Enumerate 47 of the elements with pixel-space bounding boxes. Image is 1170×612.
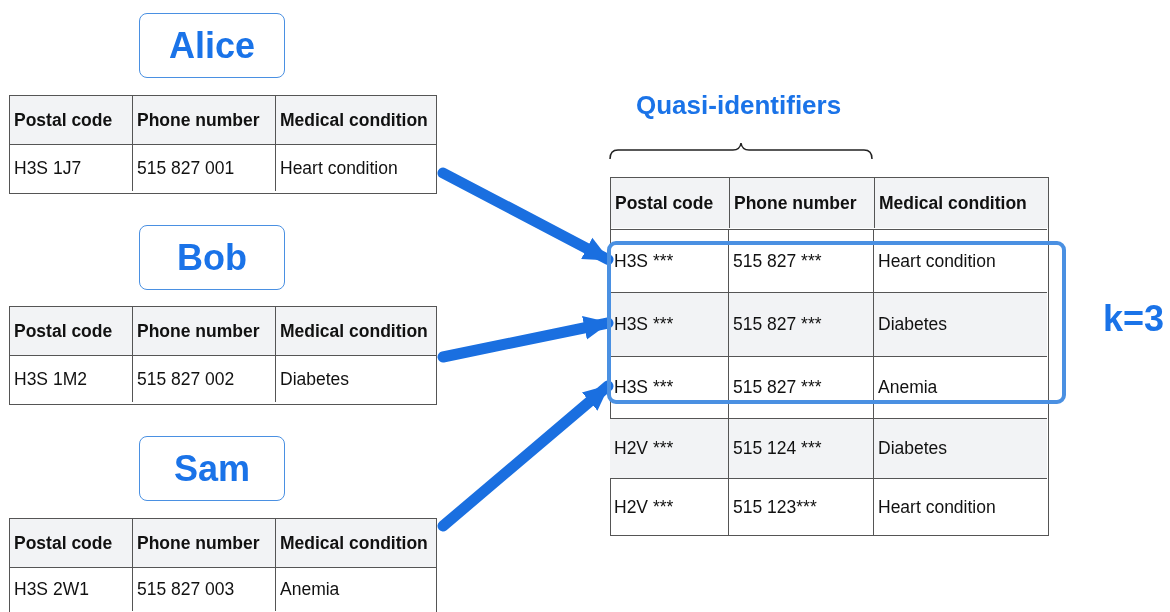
table-cell: Diabetes — [873, 293, 1047, 356]
table-cell: 515 827 002 — [132, 355, 275, 402]
data-table — [9, 306, 437, 405]
column-header: Phone number — [132, 519, 275, 567]
column-header: Medical condition — [275, 307, 436, 355]
column-header: Medical condition — [275, 96, 436, 144]
column-header: Phone number — [132, 307, 275, 355]
table-cell: Diabetes — [873, 419, 1047, 478]
column-header: Phone number — [132, 96, 275, 144]
name-box: Bob — [139, 225, 285, 290]
column-header: Medical condition — [275, 519, 436, 567]
name-box: Alice — [139, 13, 285, 78]
k-value-label: k=3 — [1103, 298, 1165, 340]
table-cell: Heart condition — [873, 479, 1047, 535]
table-cell: Heart condition — [275, 144, 436, 191]
column-header: Postal code — [611, 178, 729, 228]
table-row — [610, 418, 1047, 478]
table-row — [610, 478, 1047, 535]
table-cell: H3S 2W1 — [10, 567, 132, 611]
table-cell: 515 123*** — [728, 479, 873, 535]
table-cell: H3S 1J7 — [10, 144, 132, 191]
table-cell: 515 827 003 — [132, 567, 275, 611]
arrow — [437, 316, 614, 363]
table-cell: H3S 1M2 — [10, 355, 132, 402]
table-cell: 515 124 *** — [728, 419, 873, 478]
arrow — [437, 380, 614, 532]
table-cell-text: H3S *** — [613, 313, 675, 336]
table-cell: 515 827 *** — [728, 293, 873, 356]
data-table — [9, 518, 437, 612]
arrow — [437, 167, 614, 265]
table-cell: Anemia — [275, 567, 436, 611]
table-cell-text: H2V *** — [613, 437, 675, 460]
column-header: Postal code — [10, 96, 132, 144]
column-header: Phone number — [729, 178, 874, 228]
table-cell: 515 827 001 — [132, 144, 275, 191]
column-header: Postal code — [10, 519, 132, 567]
table-cell-text: H3S *** — [613, 249, 675, 273]
table-cell-text: H3S *** — [613, 376, 675, 399]
table-cell-text: H2V *** — [613, 495, 675, 519]
brace-label: Quasi-identifiers — [636, 90, 842, 121]
table-row — [610, 292, 1047, 356]
table-cell: Diabetes — [275, 355, 436, 402]
column-header: Medical condition — [874, 178, 1048, 228]
column-header: Postal code — [10, 307, 132, 355]
data-table — [610, 177, 1049, 536]
data-table — [9, 95, 437, 194]
name-box: Sam — [139, 436, 285, 501]
